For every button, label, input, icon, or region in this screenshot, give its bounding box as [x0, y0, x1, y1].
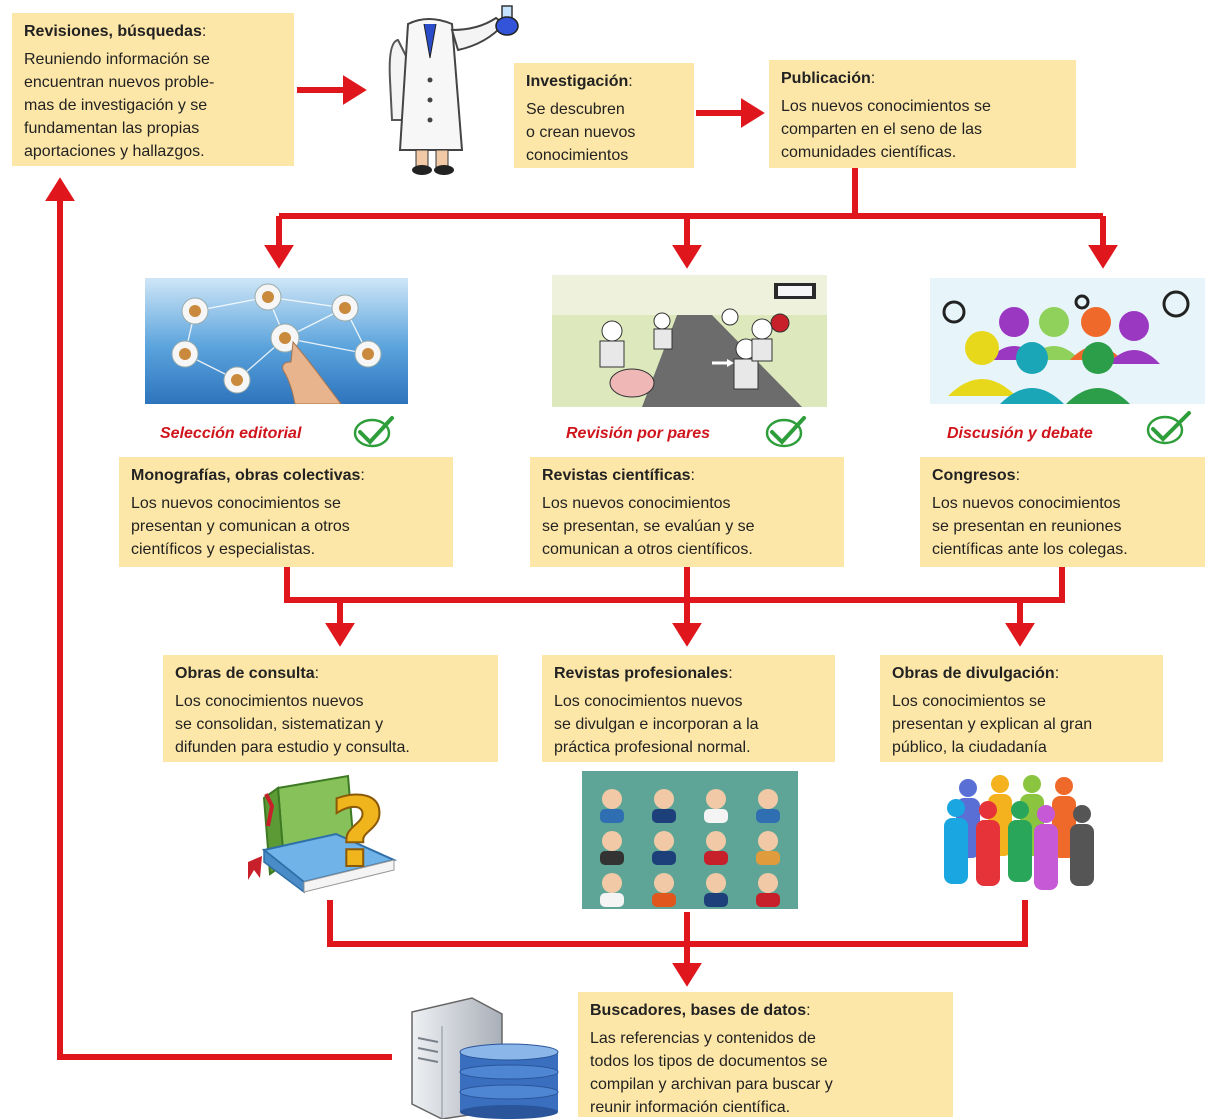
box-obras-consulta: Obras de consulta: Los conocimientos nue…	[163, 655, 498, 762]
arrow-publicacion-branch	[279, 168, 1103, 219]
arrow-third-merge	[327, 900, 1028, 947]
box-title: Investigación	[526, 73, 629, 90]
caption-text: Revisión por pares	[566, 425, 711, 442]
box-revistas-cientificas: Revistas científicas: Los nuevos conocim…	[530, 457, 844, 567]
book-question-icon: ?	[248, 774, 398, 894]
box-revistas-profesionales: Revistas profesionales: Los conocimiento…	[542, 655, 835, 762]
box-body: Los conocimientos nuevos se consolidan, …	[175, 693, 410, 756]
arrow-feedback-loop	[45, 177, 392, 1060]
box-title: Obras de consulta	[175, 665, 315, 682]
caption-revision: Revisión por pares	[566, 424, 710, 444]
box-obras-divulgacion: Obras de divulgación: Los conocimientos …	[880, 655, 1163, 762]
box-body: Las referencias y contenidos de todos lo…	[590, 1030, 833, 1116]
box-title: Obras de divulgación	[892, 665, 1055, 682]
check-icon	[1146, 411, 1191, 445]
box-title: Revisiones, búsquedas	[24, 23, 202, 40]
peer-review-image	[552, 275, 827, 407]
box-body: Los nuevos conocimientos se presentan y …	[131, 495, 350, 558]
professionals-image	[582, 771, 798, 909]
caption-text: Discusión y debate	[947, 425, 1093, 442]
box-body: Se descubren o crean nuevos conocimiento…	[526, 101, 636, 164]
box-revisiones: Revisiones, búsquedas: Reuniendo informa…	[12, 13, 294, 166]
box-publicacion: Publicación: Los nuevos conocimientos se…	[769, 60, 1076, 168]
box-body: Los nuevos conocimientos se comparten en…	[781, 98, 991, 161]
box-title: Monografías, obras colectivas	[131, 467, 361, 484]
check-icon	[353, 416, 394, 448]
box-buscadores: Buscadores, bases de datos: Las referenc…	[578, 992, 953, 1117]
box-title: Publicación	[781, 70, 871, 87]
box-body: Los nuevos conocimientos se presentan en…	[932, 495, 1128, 558]
network-image	[145, 278, 408, 404]
box-body: Los conocimientos nuevos se divulgan e i…	[554, 693, 759, 756]
box-body: Los conocimientos se presentan y explica…	[892, 693, 1093, 756]
caption-discusion: Discusión y debate	[947, 424, 1093, 444]
box-title: Congresos	[932, 467, 1016, 484]
box-congresos: Congresos: Los nuevos conocimientos se p…	[920, 457, 1205, 567]
box-monografias: Monografías, obras colectivas: Los nuevo…	[119, 457, 453, 567]
caption-text: Selección editorial	[160, 425, 302, 442]
server-database-icon	[411, 997, 559, 1119]
box-title: Revistas profesionales	[554, 665, 729, 682]
crowd-icon	[944, 775, 1094, 890]
check-icon	[765, 416, 806, 448]
box-body: Los nuevos conocimientos se presentan, s…	[542, 495, 755, 558]
svg-text:?: ?	[330, 777, 386, 889]
box-body: Reuniendo información se encuentran nuev…	[24, 51, 215, 160]
arrow-second-merge	[284, 567, 1065, 603]
discussion-image	[930, 278, 1205, 404]
box-title: Buscadores, bases de datos	[590, 1002, 807, 1019]
box-investigacion: Investigación: Se descubren o crean nuev…	[514, 63, 694, 168]
scientist-icon	[388, 5, 519, 175]
caption-seleccion: Selección editorial	[160, 424, 301, 444]
box-title: Revistas científicas	[542, 467, 691, 484]
